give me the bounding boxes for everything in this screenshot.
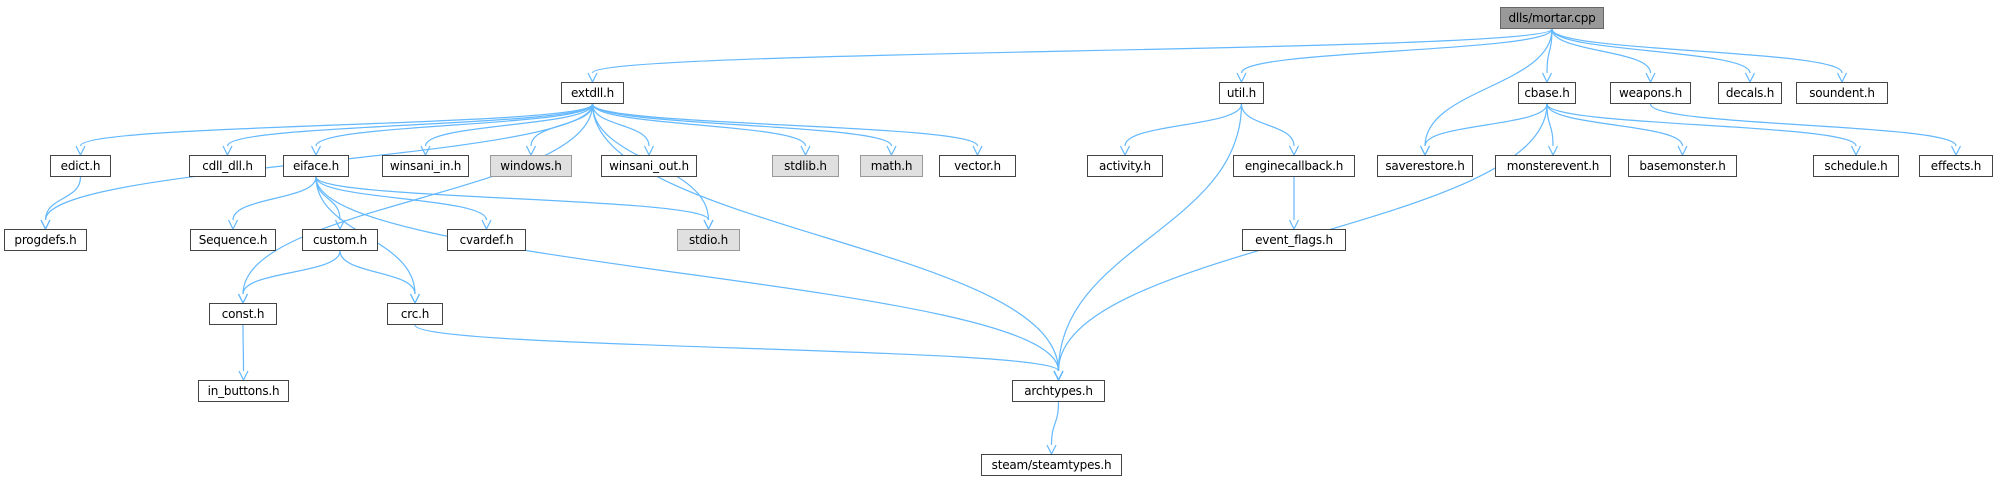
node-cvardef-h[interactable]: cvardef.h (447, 229, 526, 251)
node-cdll-dll-h[interactable]: cdll_dll.h (189, 155, 266, 177)
edge-util-to-activity (1119, 103, 1243, 157)
node-activity-h[interactable]: activity.h (1087, 155, 1163, 177)
edge-const-to-in_buttons (238, 324, 249, 382)
edge-extdll-to-cdll_dll (222, 103, 594, 157)
edge-mortar-to-soundent (1551, 28, 1848, 84)
edge-mortar-to-extdll (587, 28, 1553, 84)
node-soundent-h[interactable]: soundent.h (1796, 82, 1888, 104)
edge-eiface-to-archtypes (315, 176, 1064, 382)
node-saverestore-h[interactable]: saverestore.h (1377, 155, 1473, 177)
node-mortar-cpp[interactable]: dlls/mortar.cpp (1500, 7, 1604, 29)
edge-custom-to-crc (339, 250, 421, 305)
edge-custom-to-const (237, 250, 341, 305)
node-decals-h[interactable]: decals.h (1718, 82, 1782, 104)
node-progdefs-h[interactable]: progdefs.h (4, 229, 87, 251)
edge-archtypes-to-steamtypes (1046, 401, 1060, 456)
edge-extdll-to-eiface (310, 103, 594, 157)
edge-cbase-to-saverestore (1419, 103, 1548, 157)
node-enginecallback-h[interactable]: enginecallback.h (1233, 155, 1355, 177)
edge-crc-to-archtypes (414, 324, 1064, 382)
edge-mortar-to-decals (1551, 28, 1756, 84)
node-windows-h[interactable]: windows.h (490, 155, 572, 177)
node-monsterevent-h[interactable]: monsterevent.h (1495, 155, 1611, 177)
node-extdll-h[interactable]: extdll.h (561, 82, 624, 104)
node-edict-h[interactable]: edict.h (50, 155, 111, 177)
edge-eiface-to-custom (315, 176, 346, 231)
edge-weapons-to-effects (1649, 103, 1962, 157)
node-custom-h[interactable]: custom.h (302, 229, 378, 251)
edge-enginecallback-to-event_flags (1288, 177, 1300, 231)
node-archtypes-h[interactable]: archtypes.h (1012, 380, 1105, 402)
edge-extdll-to-vector (591, 103, 983, 157)
edge-eiface-to-stdio (315, 176, 714, 231)
node-const-h[interactable]: const.h (209, 303, 277, 325)
edge-extdll-to-archtypes (591, 103, 1064, 382)
edge-util-to-enginecallback (1240, 103, 1300, 157)
edge-util-to-archtypes (1053, 103, 1243, 382)
node-effects-h[interactable]: effects.h (1919, 155, 1993, 177)
node-basemonster-h[interactable]: basemonster.h (1628, 155, 1737, 177)
node-winsani-out-h[interactable]: winsani_out.h (601, 155, 697, 177)
node-math-h[interactable]: math.h (860, 155, 923, 177)
node-steam-steamtypes-h[interactable]: steam/steamtypes.h (981, 454, 1122, 476)
node-eiface-h[interactable]: eiface.h (283, 155, 349, 177)
edge-cbase-to-schedule (1546, 103, 1862, 157)
node-stdio-h[interactable]: stdio.h (677, 229, 740, 251)
node-cbase-h[interactable]: cbase.h (1518, 82, 1576, 104)
node-schedule-h[interactable]: schedule.h (1813, 155, 1899, 177)
node-crc-h[interactable]: crc.h (387, 303, 443, 325)
node-vector-h[interactable]: vector.h (939, 155, 1016, 177)
edge-edict-to-progdefs (40, 176, 82, 231)
node-weapons-h[interactable]: weapons.h (1610, 82, 1691, 104)
node-winsani-in-h[interactable]: winsani_in.h (382, 155, 469, 177)
node-event-flags-h[interactable]: event_flags.h (1242, 229, 1346, 251)
edge-eiface-to-sequence (227, 176, 317, 231)
node-stdlib-h[interactable]: stdlib.h (772, 155, 839, 177)
node-sequence-h[interactable]: Sequence.h (190, 229, 276, 251)
node-in-buttons-h[interactable]: in_buttons.h (198, 380, 289, 402)
node-util-h[interactable]: util.h (1219, 82, 1264, 104)
